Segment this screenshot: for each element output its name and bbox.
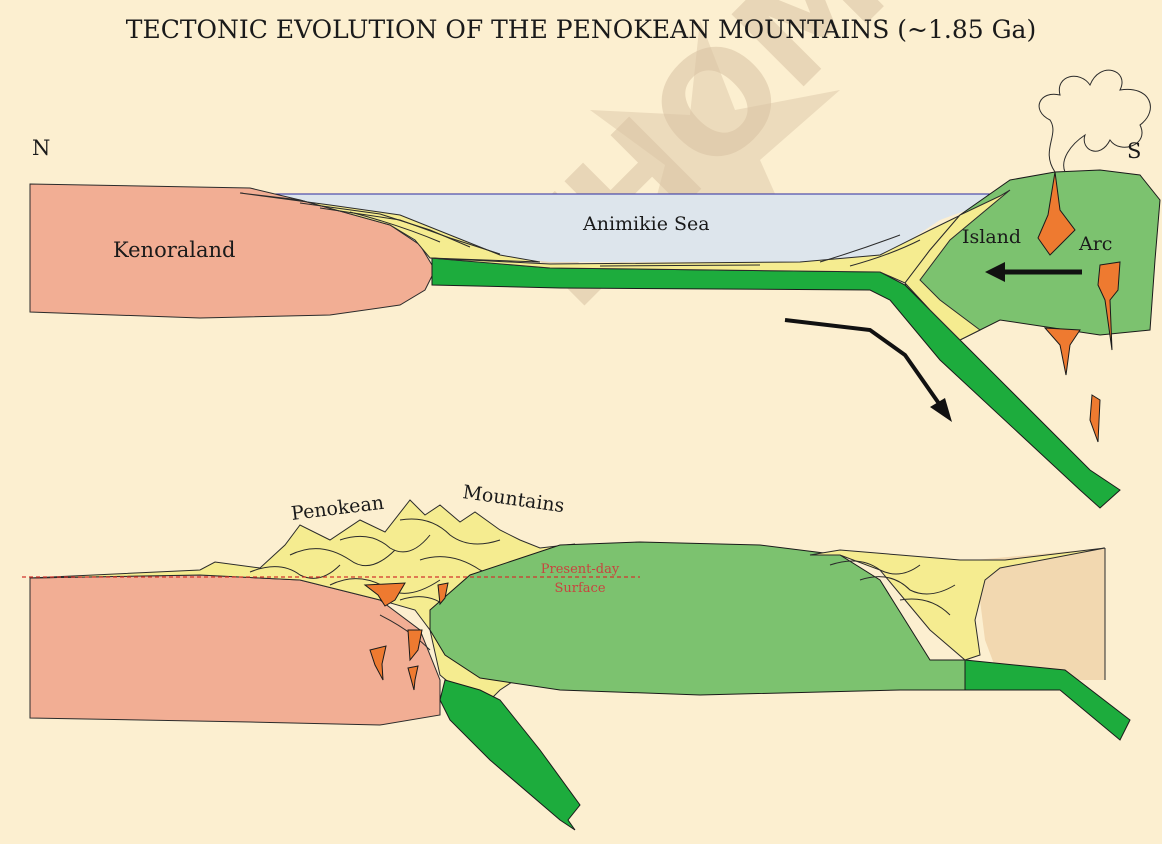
lower-slab [440,680,580,830]
watermark: THOM [469,0,917,354]
magma-body-4 [1090,395,1100,442]
diagram-title: TECTONIC EVOLUTION OF THE PENOKEAN MOUNT… [126,15,1036,44]
subduction-arrowhead [930,398,952,422]
south-label: S [1127,139,1141,163]
mountains-label: Mountains [461,481,565,517]
bottom-cross-section: Penokean Mountains Present-day Surface [22,481,1130,830]
animikie-sea-label: Animikie Sea [582,213,710,235]
surface-label: Surface [554,581,605,596]
north-label: N [32,136,50,160]
island-label: Island [962,226,1021,248]
penokean-label: Penokean [290,492,385,525]
present-day-label: Present-day [541,562,620,577]
kenoraland-label: Kenoraland [113,238,235,262]
magma-body-3 [1045,328,1080,375]
arc-label: Arc [1078,233,1112,255]
